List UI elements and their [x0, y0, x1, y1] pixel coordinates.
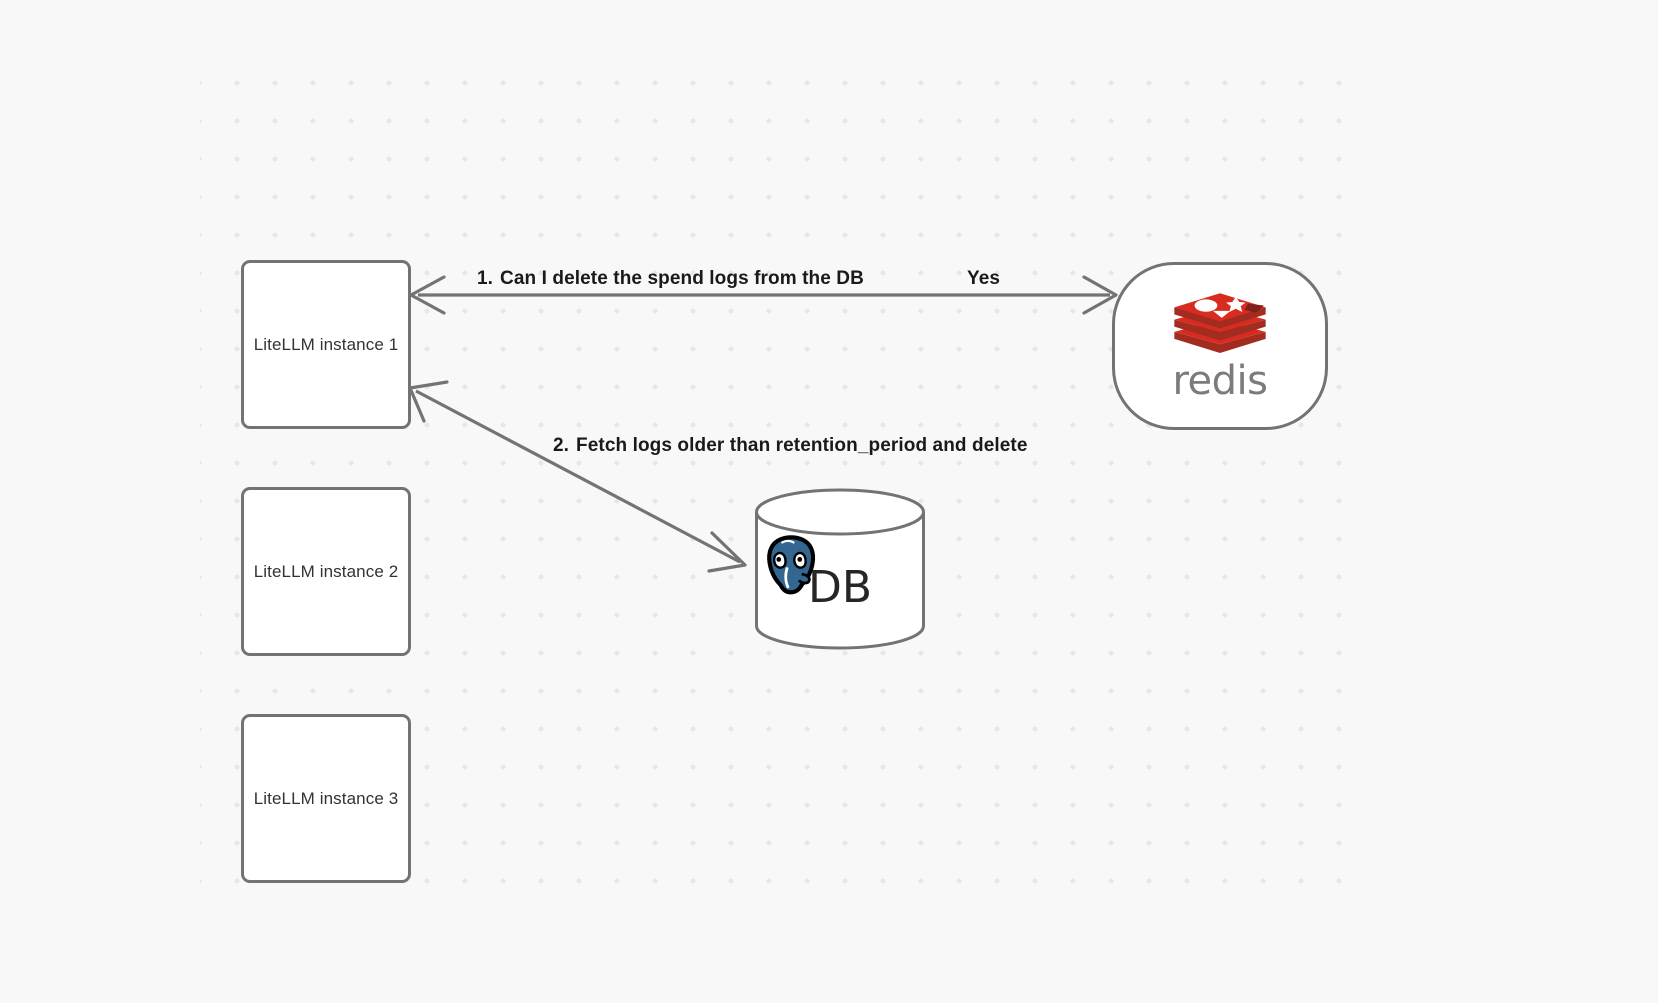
node-label-litellm-instance-1: LiteLLM instance 1: [253, 334, 399, 354]
edge-label-text-2: Fetch logs older than retention_period a…: [576, 435, 1028, 456]
db-label: DB: [807, 561, 873, 613]
edge-label-step-2: 2. Fetch logs older than retention_period…: [553, 435, 1028, 457]
redis-logo-icon: [1174, 293, 1266, 353]
edge-label-reply-yes: Yes: [967, 268, 1001, 289]
node-label-litellm-instance-3: LiteLLM instance 3: [253, 788, 399, 808]
node-litellm-instance-1[interactable]: LiteLLM instance 1: [241, 260, 411, 429]
node-database[interactable]: DB: [754, 488, 926, 650]
dot-grid-background: [200, 48, 1358, 898]
postgresql-elephant-icon: [767, 535, 816, 595]
redis-wordmark: redis: [1172, 358, 1268, 404]
db-logo-row: DB: [754, 532, 926, 642]
node-redis[interactable]: redis: [1112, 262, 1328, 430]
edge-step-number-2: 2.: [553, 435, 570, 456]
edge-label-step-1: 1. Can I delete the spend logs from the D…: [477, 268, 864, 290]
edge-label-text-1: Can I delete the spend logs from the DB: [500, 268, 864, 289]
node-label-litellm-instance-2: LiteLLM instance 2: [253, 561, 399, 581]
node-litellm-instance-3[interactable]: LiteLLM instance 3: [241, 714, 411, 883]
node-litellm-instance-2[interactable]: LiteLLM instance 2: [241, 487, 411, 656]
edge-step-number-1: 1.: [477, 268, 494, 289]
